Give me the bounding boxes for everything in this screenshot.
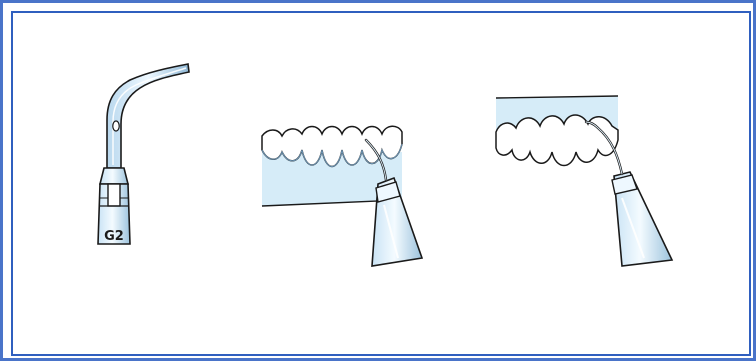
lower-gum (262, 152, 402, 206)
tip-label: G2 (104, 229, 124, 244)
lower-teeth-scaling (261, 125, 424, 267)
upper-handpiece-collar (611, 174, 638, 195)
tip-body-taper (98, 167, 130, 185)
upper-handpiece (613, 171, 674, 267)
upper-teeth (495, 114, 619, 167)
tip-shank-highlight (112, 67, 187, 165)
lower-gum-line (261, 143, 403, 167)
lower-handpiece-collar (375, 181, 401, 203)
tip-hole (112, 120, 120, 132)
tip-slot (107, 183, 121, 207)
upper-teeth-scaling (495, 95, 674, 267)
scaler-tip-g2: G2 (97, 63, 190, 245)
